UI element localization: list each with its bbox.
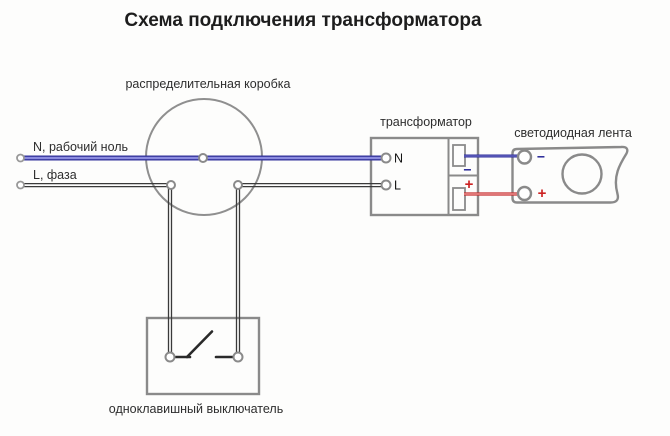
switch-lever (174, 330, 235, 359)
distribution-box-label: распределительная коробка (125, 77, 290, 91)
transformer-minus-sign: − (463, 162, 471, 178)
transformer-terminal-l (380, 179, 392, 191)
transformer-terminal-n-label: N (394, 152, 403, 166)
led-circle (561, 153, 603, 195)
transformer-box (369, 136, 480, 217)
led-strip-outline (511, 145, 629, 204)
switch-terminal-left (164, 351, 176, 363)
transformer-plus-sign: + (465, 176, 474, 193)
led-terminal-plus (516, 185, 533, 202)
switch-wire-right (235, 186, 241, 353)
switch-label: одноклавишный выключатель (109, 402, 283, 416)
led-minus-sign: − (537, 149, 545, 165)
phase-wire-label: L, фаза (33, 168, 77, 182)
led-terminal-minus (516, 149, 533, 165)
led-plus-sign: + (538, 185, 547, 202)
page-title: Схема подключения трансформатора (124, 10, 482, 31)
led-strip (511, 145, 629, 204)
phase-wire (22, 182, 383, 188)
junction-dot-neutral (198, 153, 208, 163)
supply-terminal-phase (16, 180, 25, 190)
switch-terminal-right (232, 351, 244, 363)
output-terminal-block-plus (452, 187, 466, 211)
junction-dot-phase-right (233, 180, 243, 190)
junction-dot-phase-left (166, 180, 176, 190)
transformer-terminal-n (380, 152, 392, 164)
neutral-wire-label: N, рабочий ноль (33, 140, 128, 154)
transformer-label: трансформатор (380, 115, 472, 129)
supply-terminal-neutral (16, 153, 25, 163)
transformer-terminal-l-label: L (394, 179, 401, 193)
switch-wire-left (167, 186, 173, 353)
led-strip-label: светодиодная лента (514, 126, 632, 140)
